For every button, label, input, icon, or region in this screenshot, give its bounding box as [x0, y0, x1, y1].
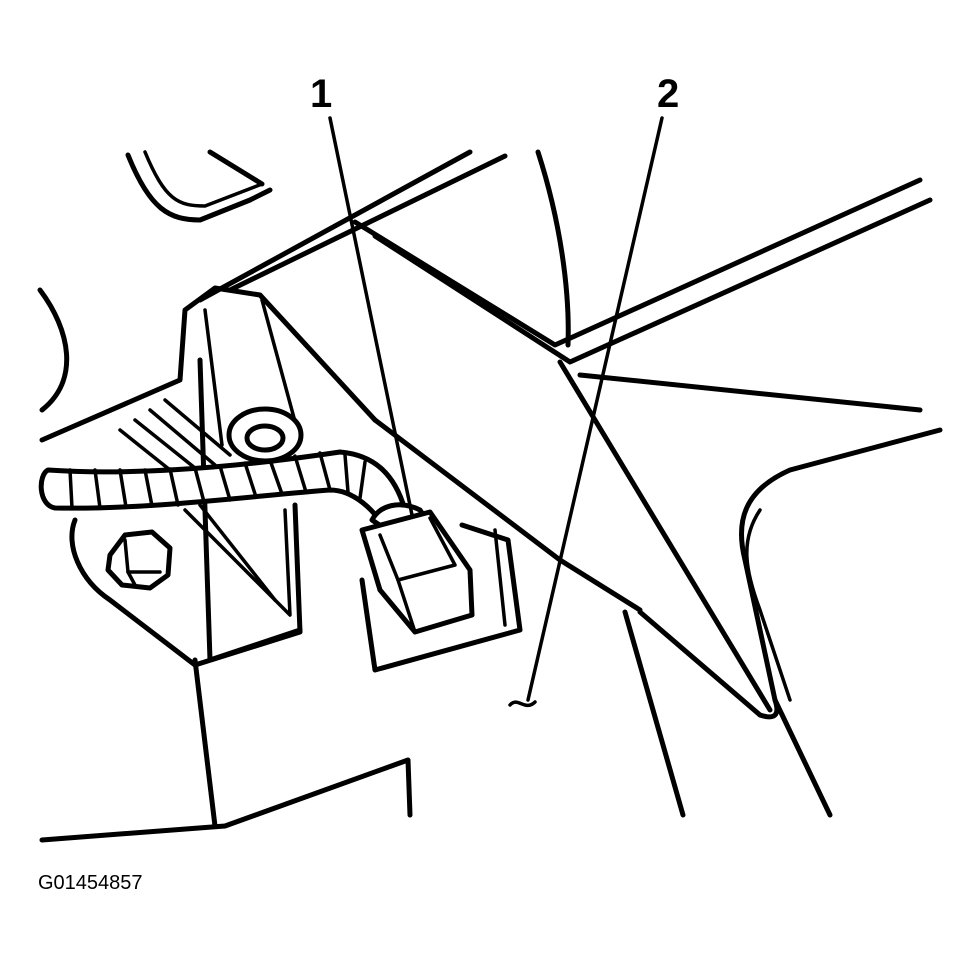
bolt-head-facet-2	[126, 570, 137, 587]
bracket-ear-inner-2	[198, 503, 277, 602]
connector-inner	[378, 516, 457, 582]
leader-line-2	[526, 116, 664, 702]
leader-line-1	[328, 116, 414, 517]
upper-trim-inner	[143, 150, 264, 208]
callout-label-2: 2	[657, 72, 680, 116]
upper-trim-edge	[207, 149, 265, 187]
upper-trim-outline	[125, 152, 273, 223]
figure-id: G01454857	[38, 872, 143, 894]
stud-hole	[244, 423, 286, 453]
right-panel-cutout	[738, 427, 943, 720]
upper-panel-edge-2	[227, 153, 508, 293]
center-curve	[535, 149, 571, 348]
bracket-flange-inner	[203, 308, 224, 447]
lower-plate	[39, 757, 413, 843]
harness-bracket-stripes	[118, 398, 232, 472]
panel-lower-diagonal	[557, 359, 773, 713]
connector-socket	[359, 522, 523, 673]
lower-diag-right	[637, 609, 763, 718]
right-lower-line	[772, 697, 833, 818]
bracket-outline	[37, 287, 70, 413]
right-panel-cutout-inner	[745, 508, 792, 702]
bracket-top-flange	[39, 285, 378, 443]
bracket-ear-inner	[183, 508, 292, 617]
lower-plate-edge	[192, 657, 218, 829]
leader-2-tilde	[508, 700, 537, 708]
upper-panel-edge-1	[197, 149, 473, 303]
connector-inner-2	[396, 578, 417, 634]
stud-nut	[226, 406, 304, 464]
right-panel-edge	[577, 372, 923, 413]
connector-body	[359, 509, 475, 635]
connector-socket-inner	[493, 528, 507, 627]
bracket-ear	[69, 502, 303, 668]
lower-panel-curve	[622, 609, 686, 818]
panel-top-rim-inner	[372, 197, 933, 365]
callout-label-1: 1	[310, 72, 333, 116]
harness-wraps	[68, 451, 367, 510]
bolt-head	[105, 529, 173, 591]
panel-top-rim	[352, 177, 923, 348]
